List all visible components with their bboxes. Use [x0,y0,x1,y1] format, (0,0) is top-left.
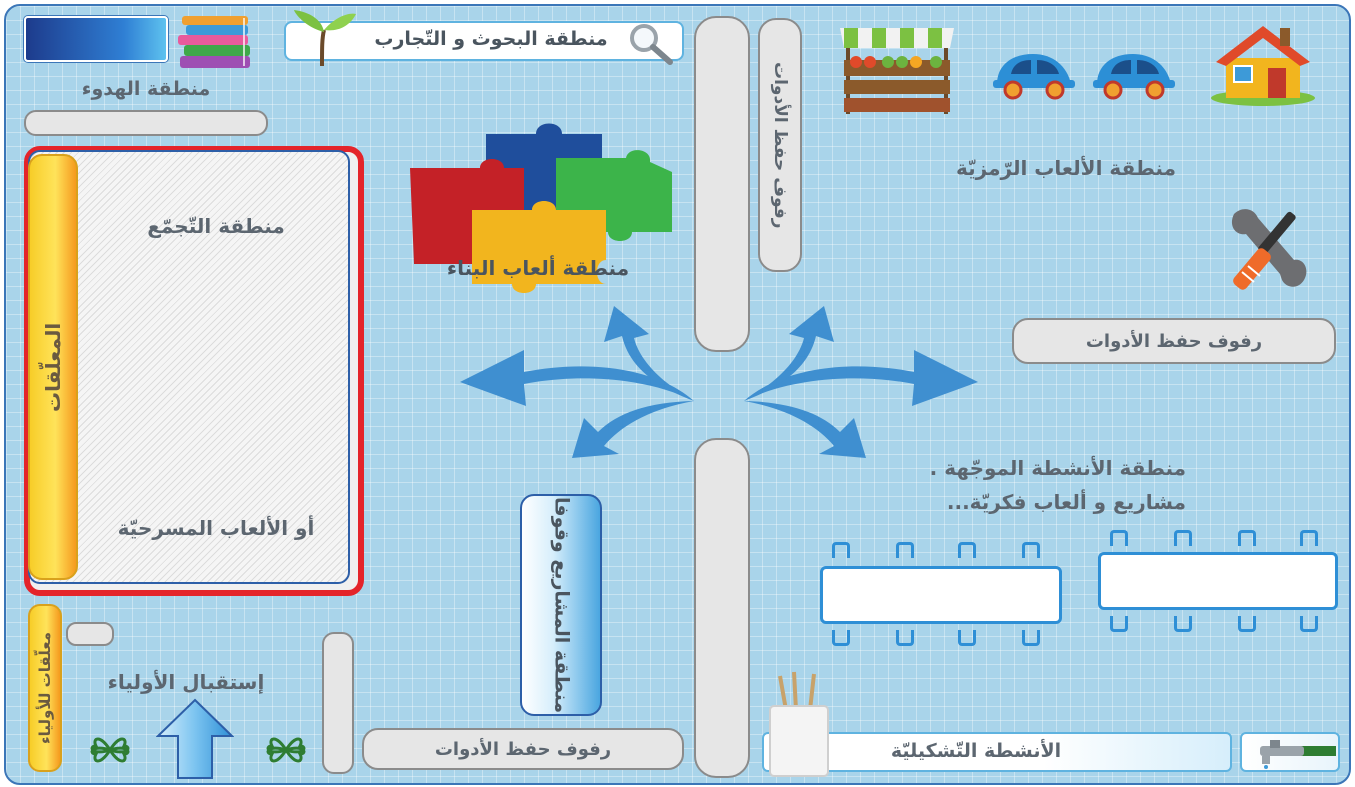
easel-icon [769,671,829,777]
building-zone-label: منطقة ألعاب البناء [446,256,630,280]
projects-zone-label: منطقة المشاريع وقوفا [550,496,573,714]
table-right [1098,552,1338,610]
symbolic-games-label: منطقة الألعاب الرّمزيّة [956,156,1176,180]
chair [958,542,976,558]
chair [1300,530,1318,546]
guided-activities-label-2: مشاريع و ألعاب فكريّة... [946,490,1186,514]
chair [1110,530,1128,546]
chair [1300,616,1318,632]
research-zone-label: منطقة البحوث و التّجارب [374,28,608,50]
whiteboard-icon [24,16,168,62]
up-arrow-icon [156,698,234,779]
car-icon [993,54,1075,100]
bottom-shelf-label: رفوف حفظ الأدوات [434,738,612,760]
market-stall-icon [840,28,954,114]
right-shelf-label: رفوف حفظ الأدوات [1085,330,1263,352]
gathering-zone-inner [28,150,350,584]
clover-icon [90,737,130,763]
chair [832,542,850,558]
chair [1174,530,1192,546]
parents-reception-label: إستقبال الأولياء [107,670,265,694]
classroom-layout-board: منطقة البحوث و التّجارب منطقة الهدوء منط… [4,4,1351,785]
small-shelf [66,622,114,646]
chair [896,542,914,558]
clover-icon [266,737,306,763]
magnifier-icon [630,24,673,65]
quiet-zone-shelf [24,110,268,136]
theatrical-games-label: أو الألعاب المسرحيّة [117,516,315,540]
car-icon [1093,54,1175,100]
plastic-arts-banner [762,732,1232,772]
chair [1238,616,1256,632]
chair [896,630,914,646]
chair [832,630,850,646]
vertical-shelf-top-label: رفوف حفظ الأدوات [770,61,790,229]
table-left [820,566,1062,624]
vertical-shelf-top: رفوف حفظ الأدوات [758,18,802,272]
right-shelf: رفوف حفظ الأدوات [1012,318,1336,364]
arrows-icon [460,306,978,458]
hangings-banner: المعلّقات [28,154,78,580]
center-top-pillar [694,16,750,352]
chair [1110,616,1128,632]
parents-hangings-label: معلّقات للأولياء [36,632,54,745]
projects-zone-banner: منطقة المشاريع وقوفا [520,494,602,716]
plastic-arts-label: الأنشطة التّشكيليّة [890,740,1062,762]
house-icon [1211,26,1315,106]
small-pillar [322,632,354,774]
chair [1022,630,1040,646]
tools-icon [1231,209,1307,290]
chair [1174,616,1192,632]
chair [1022,542,1040,558]
bottom-shelf: رفوف حفظ الأدوات [362,728,684,770]
chair [1238,530,1256,546]
hangings-label: المعلّقات [41,322,65,412]
research-zone-banner [284,21,684,61]
faucet-icon [1260,740,1336,769]
puzzle-icon [410,123,672,293]
parents-hangings-banner: معلّقات للأولياء [28,604,62,772]
gathering-zone-label: منطقة التّجمّع [147,214,285,238]
chair [958,630,976,646]
center-bottom-pillar [694,438,750,778]
guided-activities-label-1: منطقة الأنشطة الموجّهة . [929,456,1186,480]
plant-icon [294,10,356,67]
books-icon [178,16,250,68]
quiet-zone-label: منطقة الهدوء [81,78,211,100]
